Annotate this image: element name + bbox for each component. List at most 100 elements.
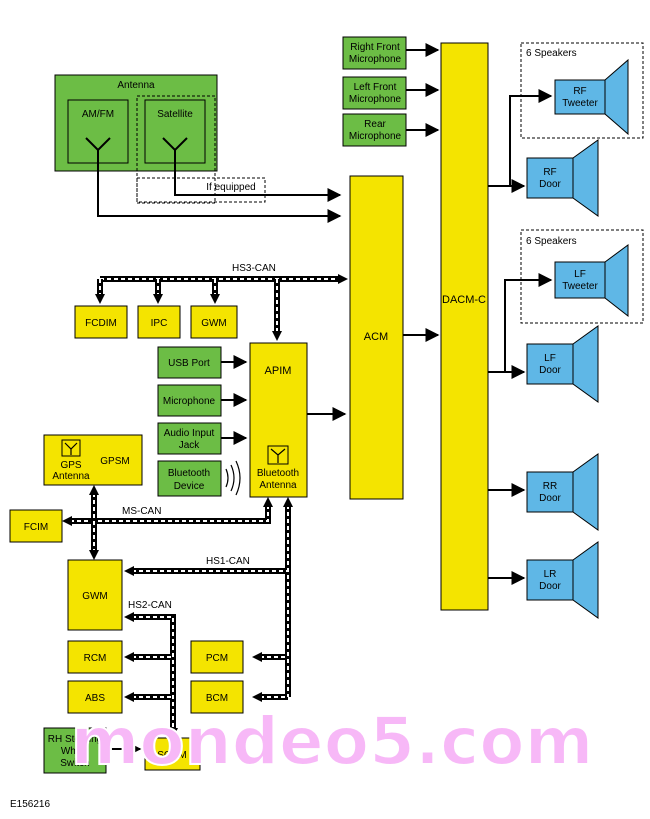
svg-text:GWM: GWM xyxy=(82,591,108,602)
svg-text:Tweeter: Tweeter xyxy=(562,281,598,292)
fcim-module: FCIM xyxy=(9,509,63,543)
acm-module: ACM xyxy=(349,175,404,500)
svg-text:GPS: GPS xyxy=(60,460,81,471)
svg-text:RH Steering: RH Steering xyxy=(48,734,102,745)
svg-text:RF: RF xyxy=(573,86,586,97)
svg-text:Antenna: Antenna xyxy=(259,480,297,491)
hs2-can-label: HS2-CAN xyxy=(128,600,172,611)
svg-text:GWM: GWM xyxy=(201,318,227,329)
wireless-signal-icon xyxy=(225,460,241,496)
svg-text:USB Port: USB Port xyxy=(168,358,210,369)
hs3-can-label: HS3-CAN xyxy=(232,263,276,274)
rf-door-speaker: RF Door xyxy=(526,139,599,217)
svg-text:RF: RF xyxy=(543,167,556,178)
svg-text:IPC: IPC xyxy=(151,318,168,329)
bluetooth-antenna-icon xyxy=(267,445,289,465)
svg-text:FCIM: FCIM xyxy=(24,522,48,533)
svg-text:Left Front: Left Front xyxy=(354,82,397,93)
svg-text:GPSM: GPSM xyxy=(100,456,129,467)
svg-text:Door: Door xyxy=(539,493,561,504)
satellite-antenna-icon xyxy=(162,137,188,170)
svg-text:Audio Input: Audio Input xyxy=(164,428,215,439)
hs1-can-bus xyxy=(124,497,293,702)
ipc-module: IPC xyxy=(137,305,181,339)
satellite-feed-line xyxy=(174,170,342,202)
gwm-main-module: GWM xyxy=(67,559,123,631)
svg-text:Bluetooth: Bluetooth xyxy=(257,468,299,479)
amfm-antenna-icon xyxy=(85,137,111,170)
rf-speaker-group xyxy=(520,42,644,139)
svg-text:Door: Door xyxy=(539,581,561,592)
lr-door-speaker: LR Door xyxy=(526,541,599,619)
hs3-can-bus xyxy=(95,274,348,341)
svg-text:LR: LR xyxy=(544,569,557,580)
abs-module: ABS xyxy=(67,680,123,714)
svg-text:SCCM: SCCM xyxy=(157,750,186,761)
svg-text:ABS: ABS xyxy=(85,693,105,704)
svg-text:Tweeter: Tweeter xyxy=(562,98,598,109)
svg-text:LF: LF xyxy=(544,353,556,364)
amfm-label: AM/FM xyxy=(82,109,114,120)
svg-text:Right Front: Right Front xyxy=(350,42,400,53)
rh-steering-wheel-switch: RH Steering Wheel Switch xyxy=(43,727,107,774)
svg-text:FCDIM: FCDIM xyxy=(85,318,117,329)
rr-door-speaker: RR Door xyxy=(526,453,599,531)
svg-text:Microphone: Microphone xyxy=(349,54,402,65)
svg-text:Device: Device xyxy=(174,481,205,492)
left-front-microphone: Left Front Microphone xyxy=(342,76,407,110)
antenna-title: Antenna xyxy=(117,80,155,91)
lf-speaker-group xyxy=(520,229,644,324)
rcm-module: RCM xyxy=(67,640,123,674)
watermark-text: mondeo5.com xyxy=(71,703,594,780)
svg-text:Jack: Jack xyxy=(179,440,201,451)
apim-module: APIM Bluetooth Antenna xyxy=(249,342,308,498)
amfm-feed-line xyxy=(97,170,342,223)
svg-text:Door: Door xyxy=(539,365,561,376)
lf-tweeter-speaker: LF Tweeter xyxy=(554,244,629,318)
fcdim-module: FCDIM xyxy=(74,305,128,339)
svg-text:ACM: ACM xyxy=(364,331,388,343)
audio-input-jack: Audio Input Jack xyxy=(157,422,222,455)
svg-text:Bluetooth: Bluetooth xyxy=(168,468,210,479)
figure-id: E156216 xyxy=(10,799,50,810)
rf-speaker-group-label: 6 Speakers xyxy=(526,48,577,59)
svg-text:Antenna: Antenna xyxy=(52,471,90,482)
satellite-label: Satellite xyxy=(157,109,193,120)
sccm-module: SCCM xyxy=(144,737,201,771)
if-equipped-tag xyxy=(136,177,266,203)
hs2-can-bus xyxy=(124,612,178,738)
svg-text:Microphone: Microphone xyxy=(163,396,216,407)
usb-port-input: USB Port xyxy=(157,346,222,379)
svg-text:RR: RR xyxy=(543,481,557,492)
antenna-module: Antenna AM/FM Satellite xyxy=(54,74,218,172)
gpsm-module: GPS Antenna GPSM xyxy=(43,434,143,486)
microphone-input: Microphone xyxy=(157,384,222,417)
svg-text:Microphone: Microphone xyxy=(349,94,402,105)
ms-can-bus xyxy=(62,485,273,560)
hs1-can-label: HS1-CAN xyxy=(206,556,250,567)
lf-speaker-group-label: 6 Speakers xyxy=(526,236,577,247)
svg-text:Switch: Switch xyxy=(60,758,89,769)
rf-tweeter-speaker: RF Tweeter xyxy=(554,58,629,136)
bcm-module: BCM xyxy=(190,680,244,714)
dacm-module: DACM-C xyxy=(440,42,489,611)
svg-text:BCM: BCM xyxy=(206,693,228,704)
ms-can-label: MS-CAN xyxy=(122,506,161,517)
svg-text:APIM: APIM xyxy=(265,365,292,377)
gps-antenna-icon xyxy=(61,439,81,457)
svg-text:Wheel: Wheel xyxy=(61,746,89,757)
svg-text:LF: LF xyxy=(574,269,586,280)
if-equipped-label: If equipped xyxy=(206,182,256,193)
right-front-microphone: Right Front Microphone xyxy=(342,36,407,70)
svg-text:RCM: RCM xyxy=(84,653,107,664)
bluetooth-device: Bluetooth Device xyxy=(157,460,222,497)
svg-text:DACM-C: DACM-C xyxy=(442,294,486,306)
gwm-top-module: GWM xyxy=(190,305,238,339)
svg-text:PCM: PCM xyxy=(206,653,228,664)
lf-door-speaker: LF Door xyxy=(526,325,599,403)
if-equipped-dashed-box xyxy=(136,95,216,204)
pcm-module: PCM xyxy=(190,640,244,674)
svg-text:Door: Door xyxy=(539,179,561,190)
